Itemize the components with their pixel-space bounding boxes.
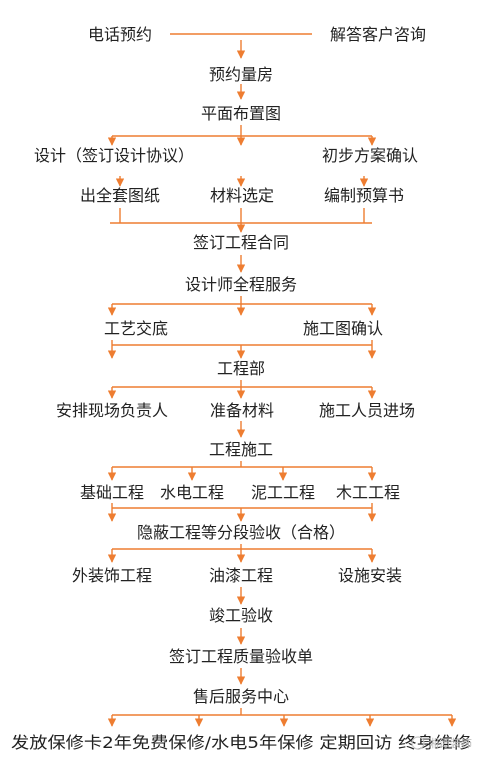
node-handover: 工艺交底 [104, 319, 168, 338]
node-phone: 电话预约 [88, 25, 152, 44]
node-site-manager: 安排现场负责人 [56, 401, 168, 420]
node-workers: 施工人员进场 [319, 401, 415, 420]
watermark: 湘潭装饰 [411, 736, 472, 750]
node-materials-select: 材料选定 [210, 186, 274, 205]
node-labels: 电话预约 解答客户咨询 预约量房 平面布置图 设计（签订设计协议） 初步方案确认… [11, 25, 471, 752]
node-designer-service: 设计师全程服务 [185, 275, 297, 294]
node-final: 发放保修卡2年免费保修/水电5年保修 定期回访 终身维修 [11, 733, 471, 752]
node-carpentry: 木工工程 [336, 483, 400, 502]
node-completion: 竣工验收 [209, 606, 273, 625]
watermark-icon [411, 736, 425, 750]
node-facilities: 设施安装 [338, 566, 402, 585]
node-construction-drawing: 施工图确认 [303, 319, 383, 338]
node-budget: 编制预算书 [324, 186, 404, 205]
node-consult: 解答客户咨询 [330, 25, 426, 44]
node-floorplan: 平面布置图 [201, 104, 281, 123]
node-dept: 工程部 [217, 359, 265, 378]
node-foundation: 基础工程 [80, 483, 144, 502]
watermark-text: 湘潭装饰 [428, 736, 472, 750]
node-measure: 预约量房 [209, 65, 273, 84]
node-plumbing: 水电工程 [160, 483, 224, 502]
node-painting: 油漆工程 [209, 566, 273, 585]
node-prepare-materials: 准备材料 [210, 401, 274, 420]
node-design: 设计（签订设计协议） [34, 146, 194, 165]
node-prelim: 初步方案确认 [322, 146, 418, 165]
connector-lines [107, 33, 457, 727]
node-exterior: 外装饰工程 [72, 566, 152, 585]
node-construction: 工程施工 [209, 440, 273, 459]
node-contract: 签订工程合同 [193, 233, 289, 252]
node-drawings: 出全套图纸 [80, 186, 160, 205]
node-aftersales: 售后服务中心 [193, 687, 289, 706]
node-quality-sheet: 签订工程质量验收单 [169, 647, 313, 666]
node-inspection: 隐蔽工程等分段验收（合格） [137, 523, 345, 542]
node-masonry: 泥工工程 [251, 483, 315, 502]
